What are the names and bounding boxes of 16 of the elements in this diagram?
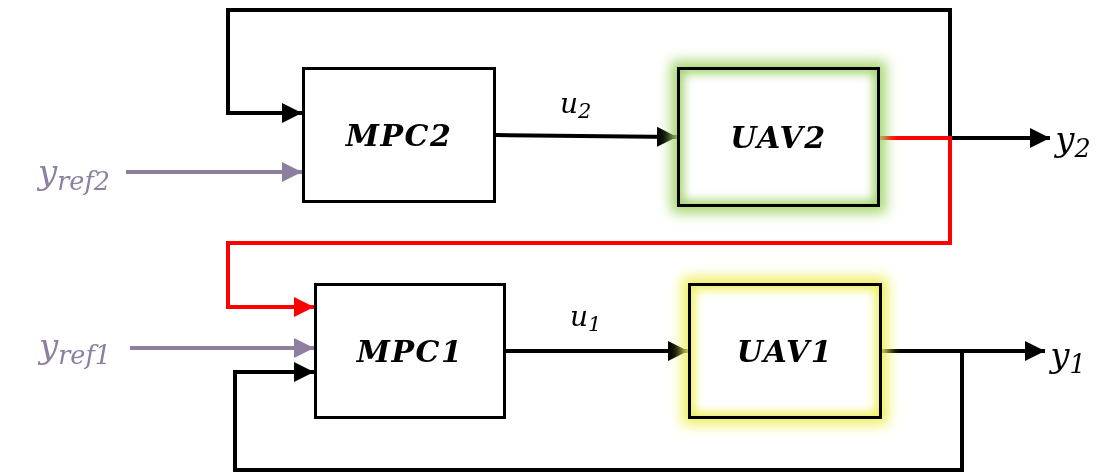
block-box: UAV2 (677, 67, 880, 207)
edge-label: u$_{1}$ (570, 303, 602, 331)
block-box: UAV1 (688, 283, 882, 419)
arrow (233, 349, 964, 472)
block-box: MPC1 (314, 283, 506, 419)
edge-label: u$_{2}$ (560, 90, 592, 118)
signal-label: y$_{ref2}$ (22, 148, 126, 196)
block-box: MPC2 (302, 67, 496, 203)
signal-label: y$_{ref1}$ (20, 322, 130, 370)
arrow (130, 338, 314, 358)
arrow (506, 341, 688, 361)
signal-label: y$_{2}$ (1050, 118, 1096, 160)
arrow (126, 162, 302, 182)
arrow (226, 136, 952, 317)
signal-label: y$_{1}$ (1045, 334, 1091, 376)
arrow (495, 126, 678, 147)
